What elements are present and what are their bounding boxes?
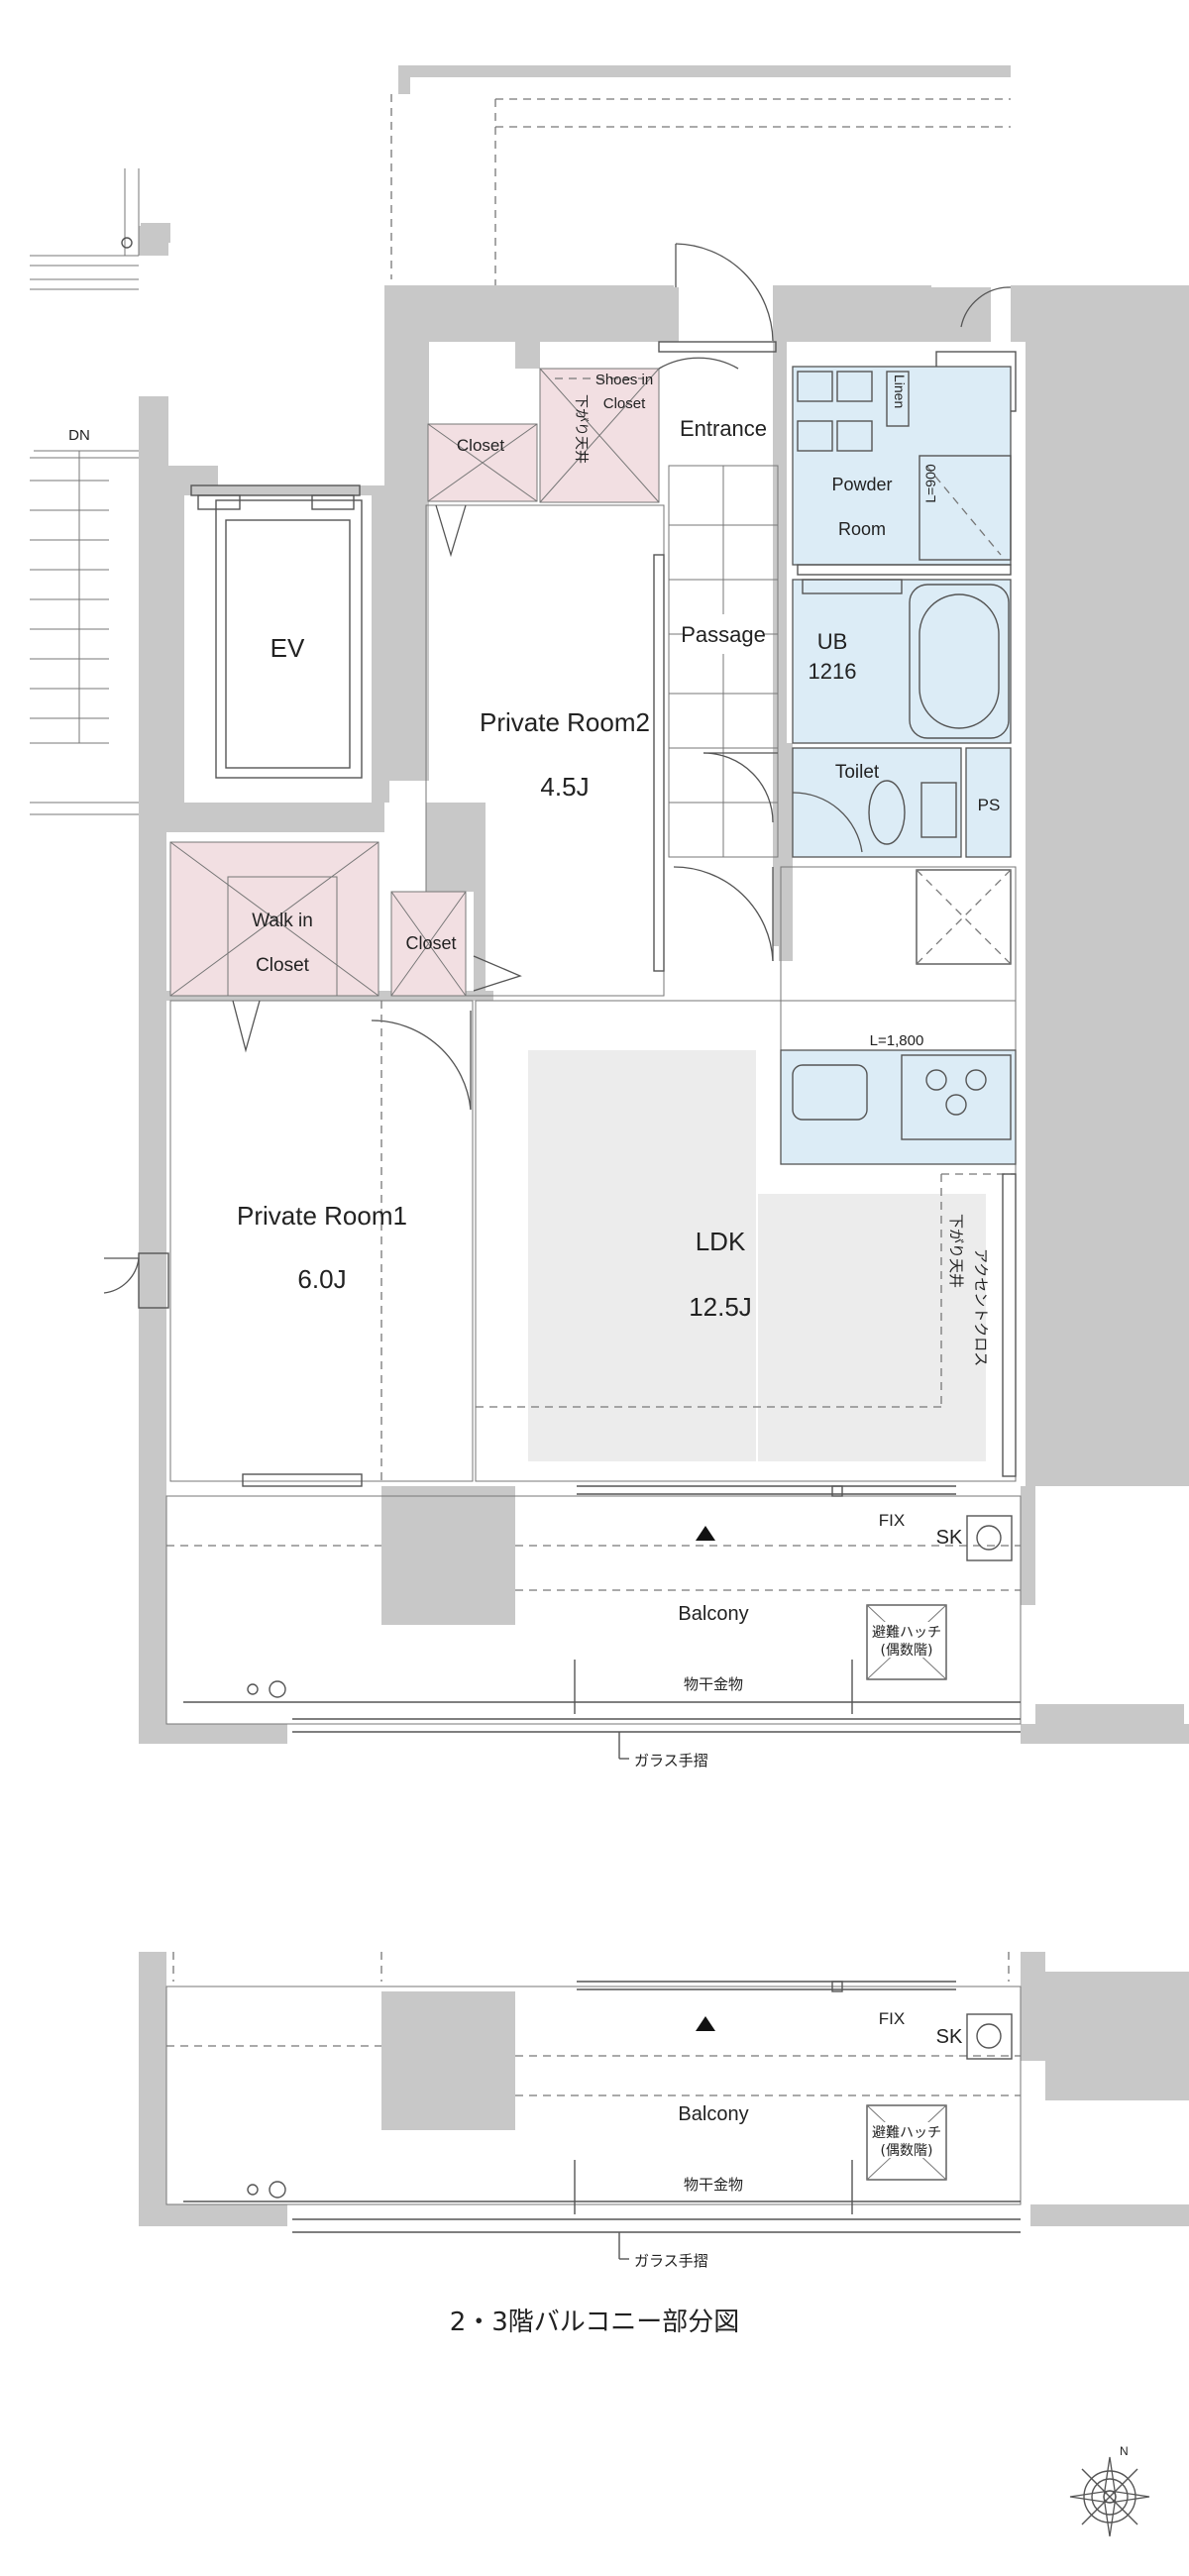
balcony-lower-plan: FIX SK Balcony 避難ハッチ (偶数階) 物干金物 ガラス手摺 2・…: [139, 1952, 1189, 2337]
monohoshi-label: 物干金物: [684, 1675, 743, 1693]
lower-sk-label: SK: [936, 2026, 963, 2048]
walk-in-closet: Walk in Closet Closet: [169, 841, 522, 997]
powder-l-label: L=900: [922, 464, 938, 503]
ps-label: PS: [978, 796, 1001, 814]
kitchen-l-label: L=1,800: [870, 1032, 924, 1049]
powder-room: Linen Powder Room L=900: [792, 366, 1012, 576]
private-room-1-size: 6.0J: [297, 1264, 346, 1294]
kitchen: L=1,800: [780, 866, 1017, 1165]
lower-fix-label: FIX: [879, 2009, 905, 2028]
ldk: LDK 12.5J 下がり天井 アクセントクロス: [475, 1000, 1017, 1482]
shoes-in-closet-label-1: Shoes in: [595, 372, 653, 388]
toilet-label: Toilet: [835, 762, 880, 783]
stair-block: DN: [30, 168, 170, 815]
lower-hatch-label-1: 避難ハッチ: [872, 2125, 941, 2141]
walk-in-closet-label-2: Closet: [256, 955, 310, 976]
top-corridor: [390, 65, 1011, 287]
lower-plan-caption: 2・3階バルコニー部分図: [450, 2308, 740, 2337]
ub-size-label: 1216: [809, 659, 857, 684]
entrance-label: Entrance: [680, 416, 767, 441]
walk-in-closet-label-1: Walk in: [252, 911, 313, 931]
lower-monohoshi-label: 物干金物: [684, 2176, 743, 2194]
hatch-label-2: (偶数階): [881, 1643, 933, 1659]
walls: [139, 285, 1189, 1744]
balcony-label: Balcony: [678, 1603, 748, 1625]
compass-north-label: N: [1120, 2444, 1129, 2458]
shoes-in-closet-label-2: Closet: [603, 395, 646, 412]
ldk-size: 12.5J: [689, 1292, 752, 1322]
elevator: EV: [190, 484, 363, 779]
sk-label: SK: [936, 1527, 963, 1549]
passage: Passage: [668, 465, 779, 962]
sagari-tenjo-shoes-label: 下がり天井: [573, 394, 589, 464]
ub-label: UB: [817, 629, 848, 654]
hatch-label-1: 避難ハッチ: [872, 1625, 941, 1641]
private-room-1-label: Private Room1: [237, 1201, 407, 1231]
private-room-1: Private Room1 6.0J: [103, 1000, 474, 1487]
private-room-2: Private Room2 4.5J: [425, 504, 665, 997]
sagari-tenjo-ldk-label: 下がり天井: [947, 1214, 965, 1288]
lower-glass-rail-label: ガラス手摺: [634, 2252, 708, 2270]
fix-label: FIX: [879, 1511, 905, 1530]
entrance-area: Shoes in Closet 下がり天井 Closet Entrance MB: [427, 243, 1017, 503]
compass-rose-icon: N: [1069, 2444, 1150, 2537]
passage-label: Passage: [681, 622, 766, 647]
ldk-label: LDK: [696, 1227, 746, 1256]
closet-upper-label: Closet: [457, 436, 504, 455]
closet-lower-label: Closet: [405, 933, 456, 953]
private-room-2-label: Private Room2: [480, 707, 650, 737]
private-room-2-size: 4.5J: [540, 772, 589, 802]
lower-balcony-label: Balcony: [678, 2103, 748, 2125]
lower-hatch-label-2: (偶数階): [881, 2143, 933, 2159]
unit-bath: UB 1216: [792, 579, 1012, 744]
toilet: Toilet PS: [792, 747, 1012, 858]
balcony-upper: FIX SK Balcony 避難ハッチ (偶数階) 物干金物 ガラス手摺: [165, 1485, 1022, 1770]
glass-rail-label: ガラス手摺: [634, 1752, 708, 1770]
accent-cloth-label: アクセントクロス: [972, 1248, 990, 1366]
ev-label: EV: [270, 633, 305, 663]
powder-room-label-2: Room: [838, 519, 886, 539]
linen-label: Linen: [892, 375, 908, 408]
stair-direction-label: DN: [68, 427, 90, 444]
powder-room-label-1: Powder: [831, 475, 892, 494]
